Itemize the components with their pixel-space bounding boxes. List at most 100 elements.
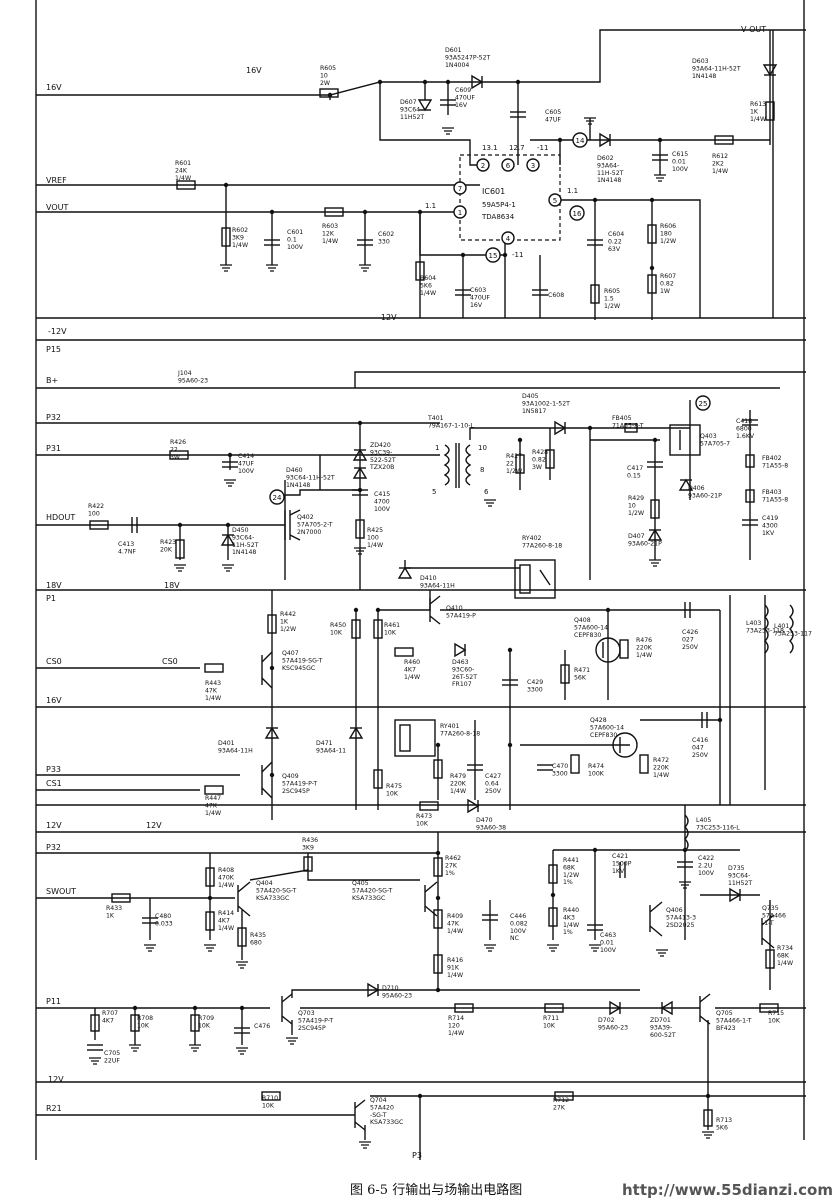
q406-label-line: 57A413-3 (666, 914, 696, 921)
c601-symbol (264, 239, 280, 246)
c427-label-line: C427 (485, 773, 501, 780)
c414-label-line: 100V (238, 468, 255, 475)
q404-label-line: Q404 (256, 880, 273, 887)
circuit-schematic: V-OUT 16V 16V VREF VOUT -12V -12V P15 B+… (35, 0, 812, 1160)
r605-symbol (319, 88, 339, 98)
net-16v: 16V (46, 83, 62, 92)
net-cs1: CS1 (46, 779, 62, 788)
c416-label-line: 250V (692, 752, 709, 759)
t401-label-line: 79A167-1-10-L (428, 422, 474, 429)
r409-label-line: 47K (447, 920, 460, 927)
c426-label-line: C426 (682, 629, 698, 636)
r715-label-line: R715 (768, 1010, 784, 1017)
net-m12v-mid: -12V (378, 313, 397, 322)
r713-label-line: R713 (716, 1117, 732, 1124)
r714-label-line: 120 (448, 1022, 460, 1029)
d603-label-line: 1N4148 (692, 73, 716, 80)
c608-label-line: C608 (548, 292, 564, 299)
r435-label-line: 680 (250, 939, 262, 946)
r605-label-line: 10 (320, 72, 328, 79)
ground-symbols-section1 (220, 117, 666, 272)
r429-label-line: R429 (628, 495, 644, 502)
r447-label-line: 1/4W (205, 810, 221, 817)
c415-label-line: 100V (374, 506, 391, 513)
d410-label-line: 93A64-11H (420, 582, 455, 589)
c417-label-line: 0.15 (627, 472, 641, 479)
l405-label-line: L405 (696, 817, 711, 824)
r605-label-line: R605 (320, 65, 336, 72)
fb402-label-line: 71A55-8 (762, 462, 788, 469)
r606-symbol (647, 224, 657, 244)
ic601-pin6 (501, 158, 515, 172)
r708-label-line: R708 (137, 1015, 153, 1022)
r612-label-line: R612 (712, 153, 728, 160)
d602-symbol (599, 132, 612, 148)
r714-symbol (454, 1003, 474, 1013)
net-hdout: HDOUT (46, 513, 75, 522)
ground-symbols-section4 (144, 881, 691, 969)
d460-symbol (352, 466, 368, 479)
c480-label-line: C480 (155, 913, 171, 920)
r414-symbol (205, 911, 215, 931)
r473-label-line: R473 (416, 813, 432, 820)
c418-label-line: 1.6KV (736, 433, 755, 440)
d460-label-line: 93C64-11H-52T (286, 474, 335, 481)
r707-symbol (90, 1014, 100, 1032)
q705-label-line: Q705 (716, 1010, 733, 1017)
ic601-pin2-num: 2 (481, 162, 485, 170)
r604-label-line: 5K6 (420, 282, 432, 289)
d735-label-line: D735 (728, 865, 745, 872)
test-point-16-label: 16 (573, 210, 582, 218)
c446-label-line: 100V (510, 928, 527, 935)
horizontal-output-section: 1 10 8 5 6 (36, 371, 806, 599)
q705-label-line: BF423 (716, 1025, 736, 1032)
ic601-pin6-num: 6 (506, 162, 511, 170)
r414-label-line: 4K7 (218, 917, 230, 924)
c415-label-line: C415 (374, 491, 390, 498)
c419-label-line: 1KV (762, 530, 775, 537)
net-p33: P33 (46, 765, 61, 774)
q405-label-line: KSA733GC (352, 895, 385, 902)
r612-symbol (714, 135, 734, 145)
r462-symbol (433, 857, 443, 877)
c615-label-line: 100V (672, 166, 689, 173)
r442-label-line: R442 (280, 611, 296, 618)
d702-label-line: 95A60-23 (598, 1024, 628, 1031)
c470-symbol (537, 764, 553, 771)
r408-label-line: 1/4W (218, 882, 234, 889)
q410-symbol (429, 595, 441, 625)
d471-label-line: 93A64-11 (316, 747, 346, 754)
zd420-label-line: ZD420 (370, 442, 391, 449)
d471-symbol (348, 726, 364, 739)
q404-symbol (237, 881, 251, 917)
c615-symbol (652, 154, 668, 161)
zd420-label-line: TZX20B (369, 464, 394, 471)
q428-symbol (612, 732, 638, 758)
r714-label-line: 1/4W (448, 1030, 464, 1037)
net-labels: V-OUT 16V 16V VREF VOUT -12V -12V P15 B+… (46, 25, 766, 1160)
r474-symbol (570, 754, 580, 774)
q410-label-line: 57A419-P (446, 612, 476, 619)
d602-label-line: 93A64- (597, 162, 619, 169)
net-p32b: P32 (46, 843, 61, 852)
fb405-symbol (624, 423, 638, 433)
test-point-16 (569, 205, 585, 221)
t401-pin8: 8 (480, 466, 484, 474)
r440-label-line: 1/4W (563, 922, 579, 929)
q704-label-line: Q704 (370, 1097, 387, 1104)
c422-label-line: 2.2U (698, 862, 712, 869)
ic601-v4: -11 (512, 251, 523, 259)
c609-label-line: 16V (455, 102, 468, 109)
